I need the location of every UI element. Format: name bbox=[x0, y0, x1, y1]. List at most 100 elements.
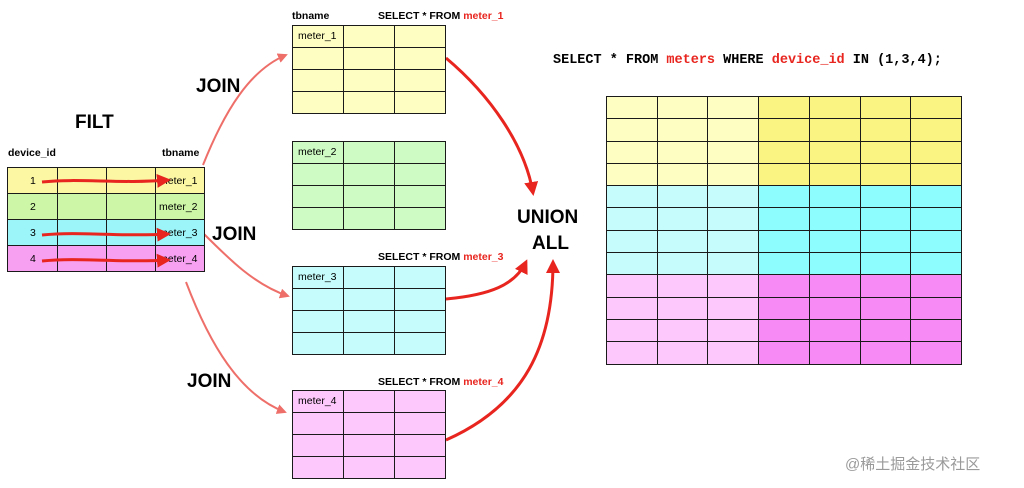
meter-cell bbox=[394, 47, 446, 70]
result-row bbox=[606, 118, 962, 142]
result-cell bbox=[859, 162, 912, 187]
meter-row bbox=[292, 332, 446, 355]
meter-cell bbox=[394, 25, 446, 48]
meter-row bbox=[292, 185, 446, 208]
result-cell bbox=[808, 162, 861, 187]
select-caption-meter-4: SELECT * FROM meter_4 bbox=[378, 376, 503, 388]
sql-statement: SELECT * FROM meters WHERE device_id IN … bbox=[553, 53, 942, 68]
meter-row bbox=[292, 456, 446, 479]
result-cell bbox=[656, 95, 709, 120]
meter-2-table: meter_2 bbox=[292, 141, 446, 230]
result-cell bbox=[758, 185, 810, 209]
device-id-cell: 2 bbox=[7, 193, 58, 220]
select-caption-meter-1: SELECT * FROM meter_1 bbox=[378, 10, 503, 22]
result-cell bbox=[859, 274, 912, 298]
result-cell bbox=[656, 140, 709, 164]
result-cell bbox=[808, 140, 861, 164]
meter-cell bbox=[292, 69, 344, 92]
result-row bbox=[606, 207, 962, 231]
result-cell bbox=[606, 207, 658, 231]
watermark: @稀土掘金技术社区 bbox=[845, 456, 981, 473]
result-cell bbox=[910, 95, 962, 120]
result-cell bbox=[606, 318, 658, 343]
result-cell bbox=[808, 118, 861, 142]
result-cell bbox=[606, 229, 658, 254]
select-caption-meter-3: SELECT * FROM meter_3 bbox=[378, 251, 503, 263]
result-cell bbox=[859, 140, 912, 164]
meter-cell bbox=[394, 288, 446, 311]
result-cell bbox=[707, 140, 760, 164]
filter-cell bbox=[57, 167, 107, 194]
meter-cell bbox=[394, 456, 446, 479]
meter-cell bbox=[343, 47, 395, 70]
meter-name-cell: meter_3 bbox=[292, 266, 344, 289]
result-cell bbox=[808, 274, 861, 298]
tbname-header-top: tbname bbox=[292, 10, 330, 22]
meter-4-table: meter_4 bbox=[292, 390, 446, 479]
result-cell bbox=[859, 252, 912, 276]
result-cell bbox=[707, 162, 760, 187]
result-cell bbox=[758, 140, 810, 164]
meter-cell bbox=[292, 47, 344, 70]
union-arrow-meter-3 bbox=[445, 259, 528, 301]
tbname-cell: meter_3 bbox=[155, 219, 205, 246]
result-cell bbox=[656, 118, 709, 142]
meter-row: meter_4 bbox=[292, 390, 446, 413]
meter-cell bbox=[292, 207, 344, 230]
result-cell bbox=[656, 207, 709, 231]
meter-cell bbox=[343, 332, 395, 355]
meter-row: meter_3 bbox=[292, 266, 446, 289]
sql-column: device_id bbox=[771, 53, 845, 68]
meter-cell bbox=[292, 185, 344, 208]
meter-row bbox=[292, 163, 446, 186]
result-cell bbox=[707, 296, 760, 320]
select-prefix: SELECT * FROM bbox=[378, 251, 461, 263]
meter-row bbox=[292, 69, 446, 92]
meter-cell bbox=[292, 434, 344, 457]
result-cell bbox=[808, 95, 861, 120]
result-row bbox=[606, 162, 962, 187]
meter-row bbox=[292, 310, 446, 333]
filter-cell bbox=[106, 167, 156, 194]
result-cell bbox=[707, 229, 760, 254]
meter-name-cell: meter_2 bbox=[292, 141, 344, 164]
meter-cell bbox=[343, 434, 395, 457]
result-cell bbox=[808, 318, 861, 343]
result-cell bbox=[707, 274, 760, 298]
meter-cell bbox=[292, 412, 344, 435]
join-arrow-meter-3 bbox=[202, 232, 290, 299]
meter-cell bbox=[343, 390, 395, 413]
union-arrow-meter-4 bbox=[445, 259, 560, 442]
sql-keyword: WHERE bbox=[715, 53, 772, 68]
result-cell bbox=[859, 118, 912, 142]
result-cell bbox=[910, 341, 962, 365]
result-cell bbox=[910, 118, 962, 142]
result-cell bbox=[656, 162, 709, 187]
meter-row: meter_2 bbox=[292, 141, 446, 164]
tbname-cell: meter_1 bbox=[155, 167, 205, 194]
result-cell bbox=[656, 318, 709, 343]
meter-cell bbox=[292, 163, 344, 186]
result-cell bbox=[656, 185, 709, 209]
meter-cell bbox=[343, 91, 395, 114]
result-cell bbox=[606, 296, 658, 320]
result-cell bbox=[606, 274, 658, 298]
meter-3-table: meter_3 bbox=[292, 266, 446, 355]
filter-cell bbox=[57, 245, 107, 272]
result-cell bbox=[910, 185, 962, 209]
filter-cell bbox=[106, 219, 156, 246]
tbname-header: tbname bbox=[162, 147, 200, 159]
result-cell bbox=[758, 229, 810, 254]
result-cell bbox=[808, 207, 861, 231]
meter-cell bbox=[394, 434, 446, 457]
result-cell bbox=[910, 274, 962, 298]
meter-cell bbox=[394, 207, 446, 230]
filter-cell bbox=[106, 193, 156, 220]
result-cell bbox=[758, 341, 810, 365]
tbname-cell: meter_4 bbox=[155, 245, 205, 272]
select-prefix: SELECT * FROM bbox=[378, 376, 461, 388]
